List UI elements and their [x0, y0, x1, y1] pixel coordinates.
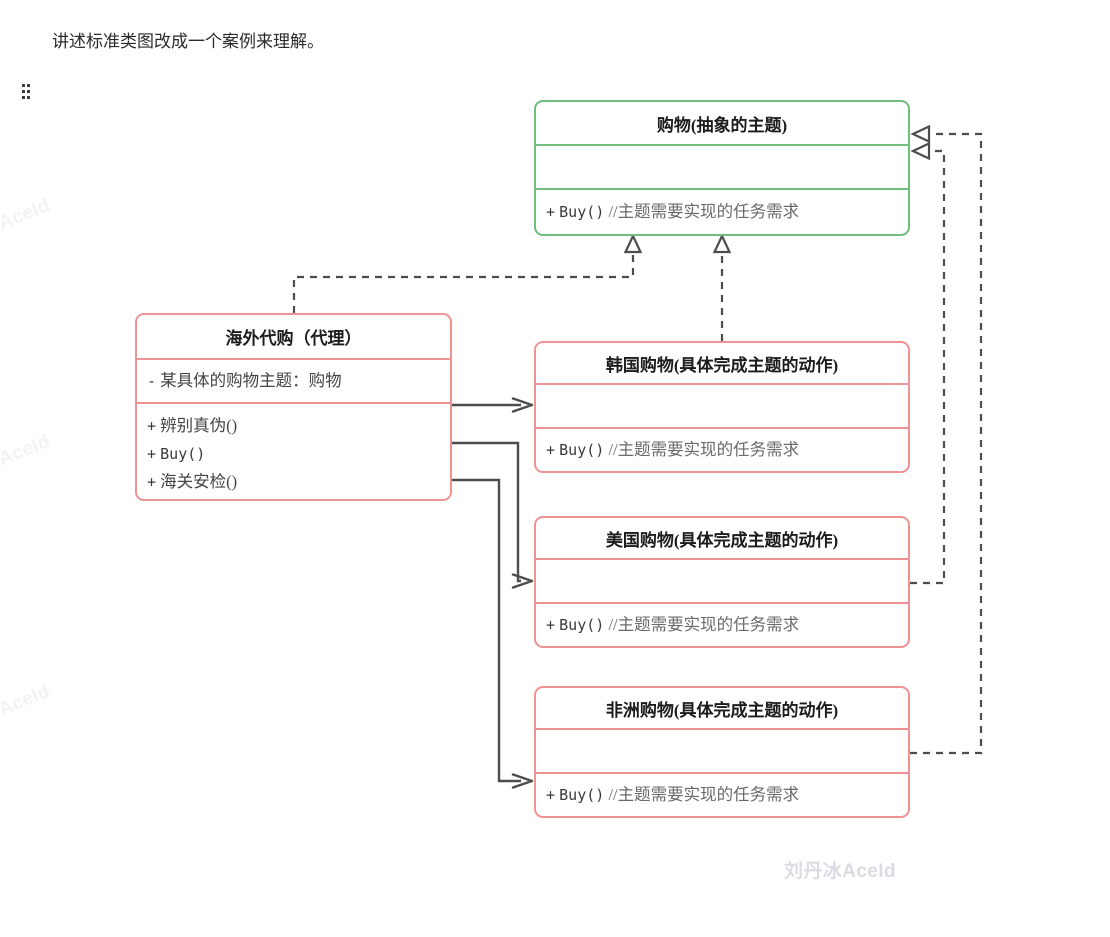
class-attributes-usa-shopping: [536, 560, 908, 604]
attribute-row: - 某具体的购物主题：购物: [147, 367, 440, 395]
method-comment: //主题需要实现的任务需求: [608, 785, 800, 804]
attribute-visibility: -: [147, 372, 157, 390]
class-title-shopping-abstract: 购物(抽象的主题): [536, 102, 908, 146]
class-box-korea-shopping[interactable]: 韩国购物(具体完成主题的动作) + Buy() //主题需要实现的任务需求: [534, 341, 910, 473]
relation-korea-to-abstract: [712, 233, 732, 341]
method-row: + Buy() //主题需要实现的任务需求: [546, 436, 898, 464]
watermark-side: AceId: [0, 680, 54, 721]
class-methods-usa-shopping: + Buy() //主题需要实现的任务需求: [536, 604, 908, 646]
method-row: + Buy() //主题需要实现的任务需求: [546, 198, 898, 226]
method-visibility: +: [546, 786, 556, 804]
drag-dot: [22, 96, 25, 99]
method-signature: 海关安检(): [160, 471, 238, 491]
drag-dot: [22, 84, 25, 87]
method-visibility: +: [147, 444, 157, 463]
class-title-usa-shopping: 美国购物(具体完成主题的动作): [536, 518, 908, 560]
method-visibility: +: [546, 203, 556, 221]
method-signature: 辨别真伪(): [160, 415, 238, 435]
method-visibility: +: [546, 441, 556, 459]
method-row: + 辨别真伪(): [147, 412, 440, 440]
attribute-signature: 某具体的购物主题：购物: [160, 371, 342, 390]
drag-dot: [27, 84, 30, 87]
relation-proxy-to-abstract: [292, 233, 643, 313]
method-visibility: +: [147, 416, 157, 435]
relation-usa-to-abstract: [910, 141, 946, 585]
method-row: + Buy() //主题需要实现的任务需求: [546, 611, 898, 639]
method-signature: Buy(): [559, 203, 605, 221]
method-signature: Buy(): [559, 786, 605, 804]
drag-dot: [27, 96, 30, 99]
class-attributes-africa-shopping: [536, 730, 908, 774]
class-box-overseas-proxy[interactable]: 海外代购（代理） - 某具体的购物主题：购物 + 辨别真伪() + Buy() …: [135, 313, 452, 501]
method-row: + Buy(): [147, 440, 440, 468]
relation-proxy-to-korea: [452, 397, 534, 413]
class-box-africa-shopping[interactable]: 非洲购物(具体完成主题的动作) + Buy() //主题需要实现的任务需求: [534, 686, 910, 818]
class-title-overseas-proxy: 海外代购（代理）: [137, 315, 450, 360]
relation-proxy-to-africa: [452, 478, 534, 789]
class-box-shopping-abstract[interactable]: 购物(抽象的主题) + Buy() //主题需要实现的任务需求: [534, 100, 910, 236]
class-title-korea-shopping: 韩国购物(具体完成主题的动作): [536, 343, 908, 385]
class-attributes-korea-shopping: [536, 385, 908, 429]
method-comment: //主题需要实现的任务需求: [608, 202, 800, 221]
class-methods-africa-shopping: + Buy() //主题需要实现的任务需求: [536, 774, 908, 816]
method-row: + 海关安检(): [147, 468, 440, 496]
method-row: + Buy() //主题需要实现的任务需求: [546, 781, 898, 809]
method-signature: Buy(): [160, 444, 206, 463]
method-comment: //主题需要实现的任务需求: [608, 440, 800, 459]
relation-africa-to-abstract: [910, 124, 983, 755]
watermark-side: AceId: [0, 430, 54, 471]
method-visibility: +: [546, 616, 556, 634]
class-methods-shopping-abstract: + Buy() //主题需要实现的任务需求: [536, 190, 908, 234]
class-attributes-overseas-proxy: - 某具体的购物主题：购物: [137, 360, 450, 404]
intro-paragraph: 讲述标准类图改成一个案例来理解。: [52, 32, 324, 51]
class-methods-korea-shopping: + Buy() //主题需要实现的任务需求: [536, 429, 908, 471]
method-visibility: +: [147, 472, 157, 491]
drag-handle-icon[interactable]: [22, 84, 36, 102]
watermark-side: AceId: [0, 194, 54, 235]
class-box-usa-shopping[interactable]: 美国购物(具体完成主题的动作) + Buy() //主题需要实现的任务需求: [534, 516, 910, 648]
method-signature: Buy(): [559, 616, 605, 634]
class-attributes-shopping-abstract: [536, 146, 908, 190]
class-title-africa-shopping: 非洲购物(具体完成主题的动作): [536, 688, 908, 730]
drag-dot: [27, 90, 30, 93]
watermark-signature: 刘丹冰AceId: [784, 861, 896, 882]
method-comment: //主题需要实现的任务需求: [608, 615, 800, 634]
method-signature: Buy(): [559, 441, 605, 459]
drag-dot: [22, 90, 25, 93]
class-methods-overseas-proxy: + 辨别真伪() + Buy() + 海关安检(): [137, 404, 450, 499]
relation-proxy-to-usa: [452, 441, 534, 589]
